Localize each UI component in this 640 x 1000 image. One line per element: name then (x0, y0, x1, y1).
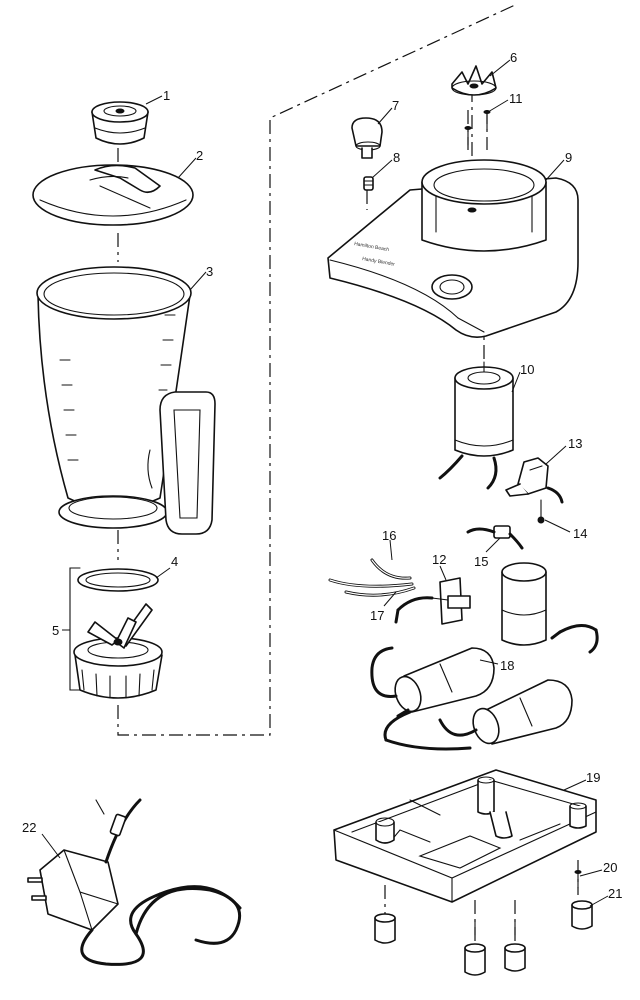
callout-9: 9 (565, 150, 572, 165)
callout-11: 11 (509, 91, 523, 106)
foot-right (571, 900, 593, 930)
base-model-text: Handy Blender (362, 256, 396, 268)
callout-21: 21 (608, 886, 622, 901)
part-1-cap (91, 101, 149, 145)
callout-13: 13 (568, 436, 582, 451)
callout-7: 7 (392, 98, 399, 113)
part-6-coupling (451, 65, 497, 96)
callout-8: 8 (393, 150, 400, 165)
part-4-gasket (77, 568, 159, 592)
callout-14: 14 (573, 526, 587, 541)
part-9-motor-housing: Hamilton Beach Handy Blender (327, 159, 579, 338)
part-2-lid (32, 164, 194, 226)
foot-left (374, 913, 396, 944)
callout-18: 18 (500, 658, 514, 673)
foot-center-right (504, 943, 526, 972)
part-22-adapter (27, 798, 242, 966)
callout-16: 16 (382, 528, 396, 543)
callout-17: 17 (370, 608, 384, 623)
part-10-motor (438, 361, 514, 490)
part-16-17-wiring (328, 558, 434, 624)
capacitor-cylinder (501, 562, 599, 654)
callout-labels: 1 2 3 4 5 6 7 8 9 10 11 12 13 14 15 16 1… (22, 50, 622, 901)
callout-leader-lines (41, 59, 609, 907)
callout-1: 1 (163, 88, 170, 103)
callout-22: 22 (22, 820, 36, 835)
callout-15: 15 (474, 554, 488, 569)
part-5-blade-assembly (69, 567, 163, 699)
callout-10: 10 (520, 362, 534, 377)
part-11-screws (464, 110, 491, 146)
callout-4: 4 (171, 554, 178, 569)
part-13-switch (505, 457, 564, 504)
part-3-jar (36, 266, 216, 535)
callout-12: 12 (432, 552, 446, 567)
callout-20: 20 (603, 860, 617, 875)
foot-center-left (464, 943, 486, 976)
jar-measurement-marks (59, 314, 176, 461)
part-12-switch-plate (431, 577, 471, 625)
part-15-connector (466, 525, 524, 550)
callout-2: 2 (196, 148, 203, 163)
part-20-screw (574, 870, 582, 889)
part-8-spring (363, 176, 374, 191)
callout-3: 3 (206, 264, 213, 279)
part-19-base (333, 769, 597, 903)
part-18-capacitors (370, 646, 573, 751)
part-21-feet (374, 900, 593, 976)
callout-6: 6 (510, 50, 517, 65)
callout-5: 5 (52, 623, 59, 638)
part-14-screw (537, 499, 545, 524)
callout-19: 19 (586, 770, 600, 785)
part-7-knob (351, 117, 383, 159)
